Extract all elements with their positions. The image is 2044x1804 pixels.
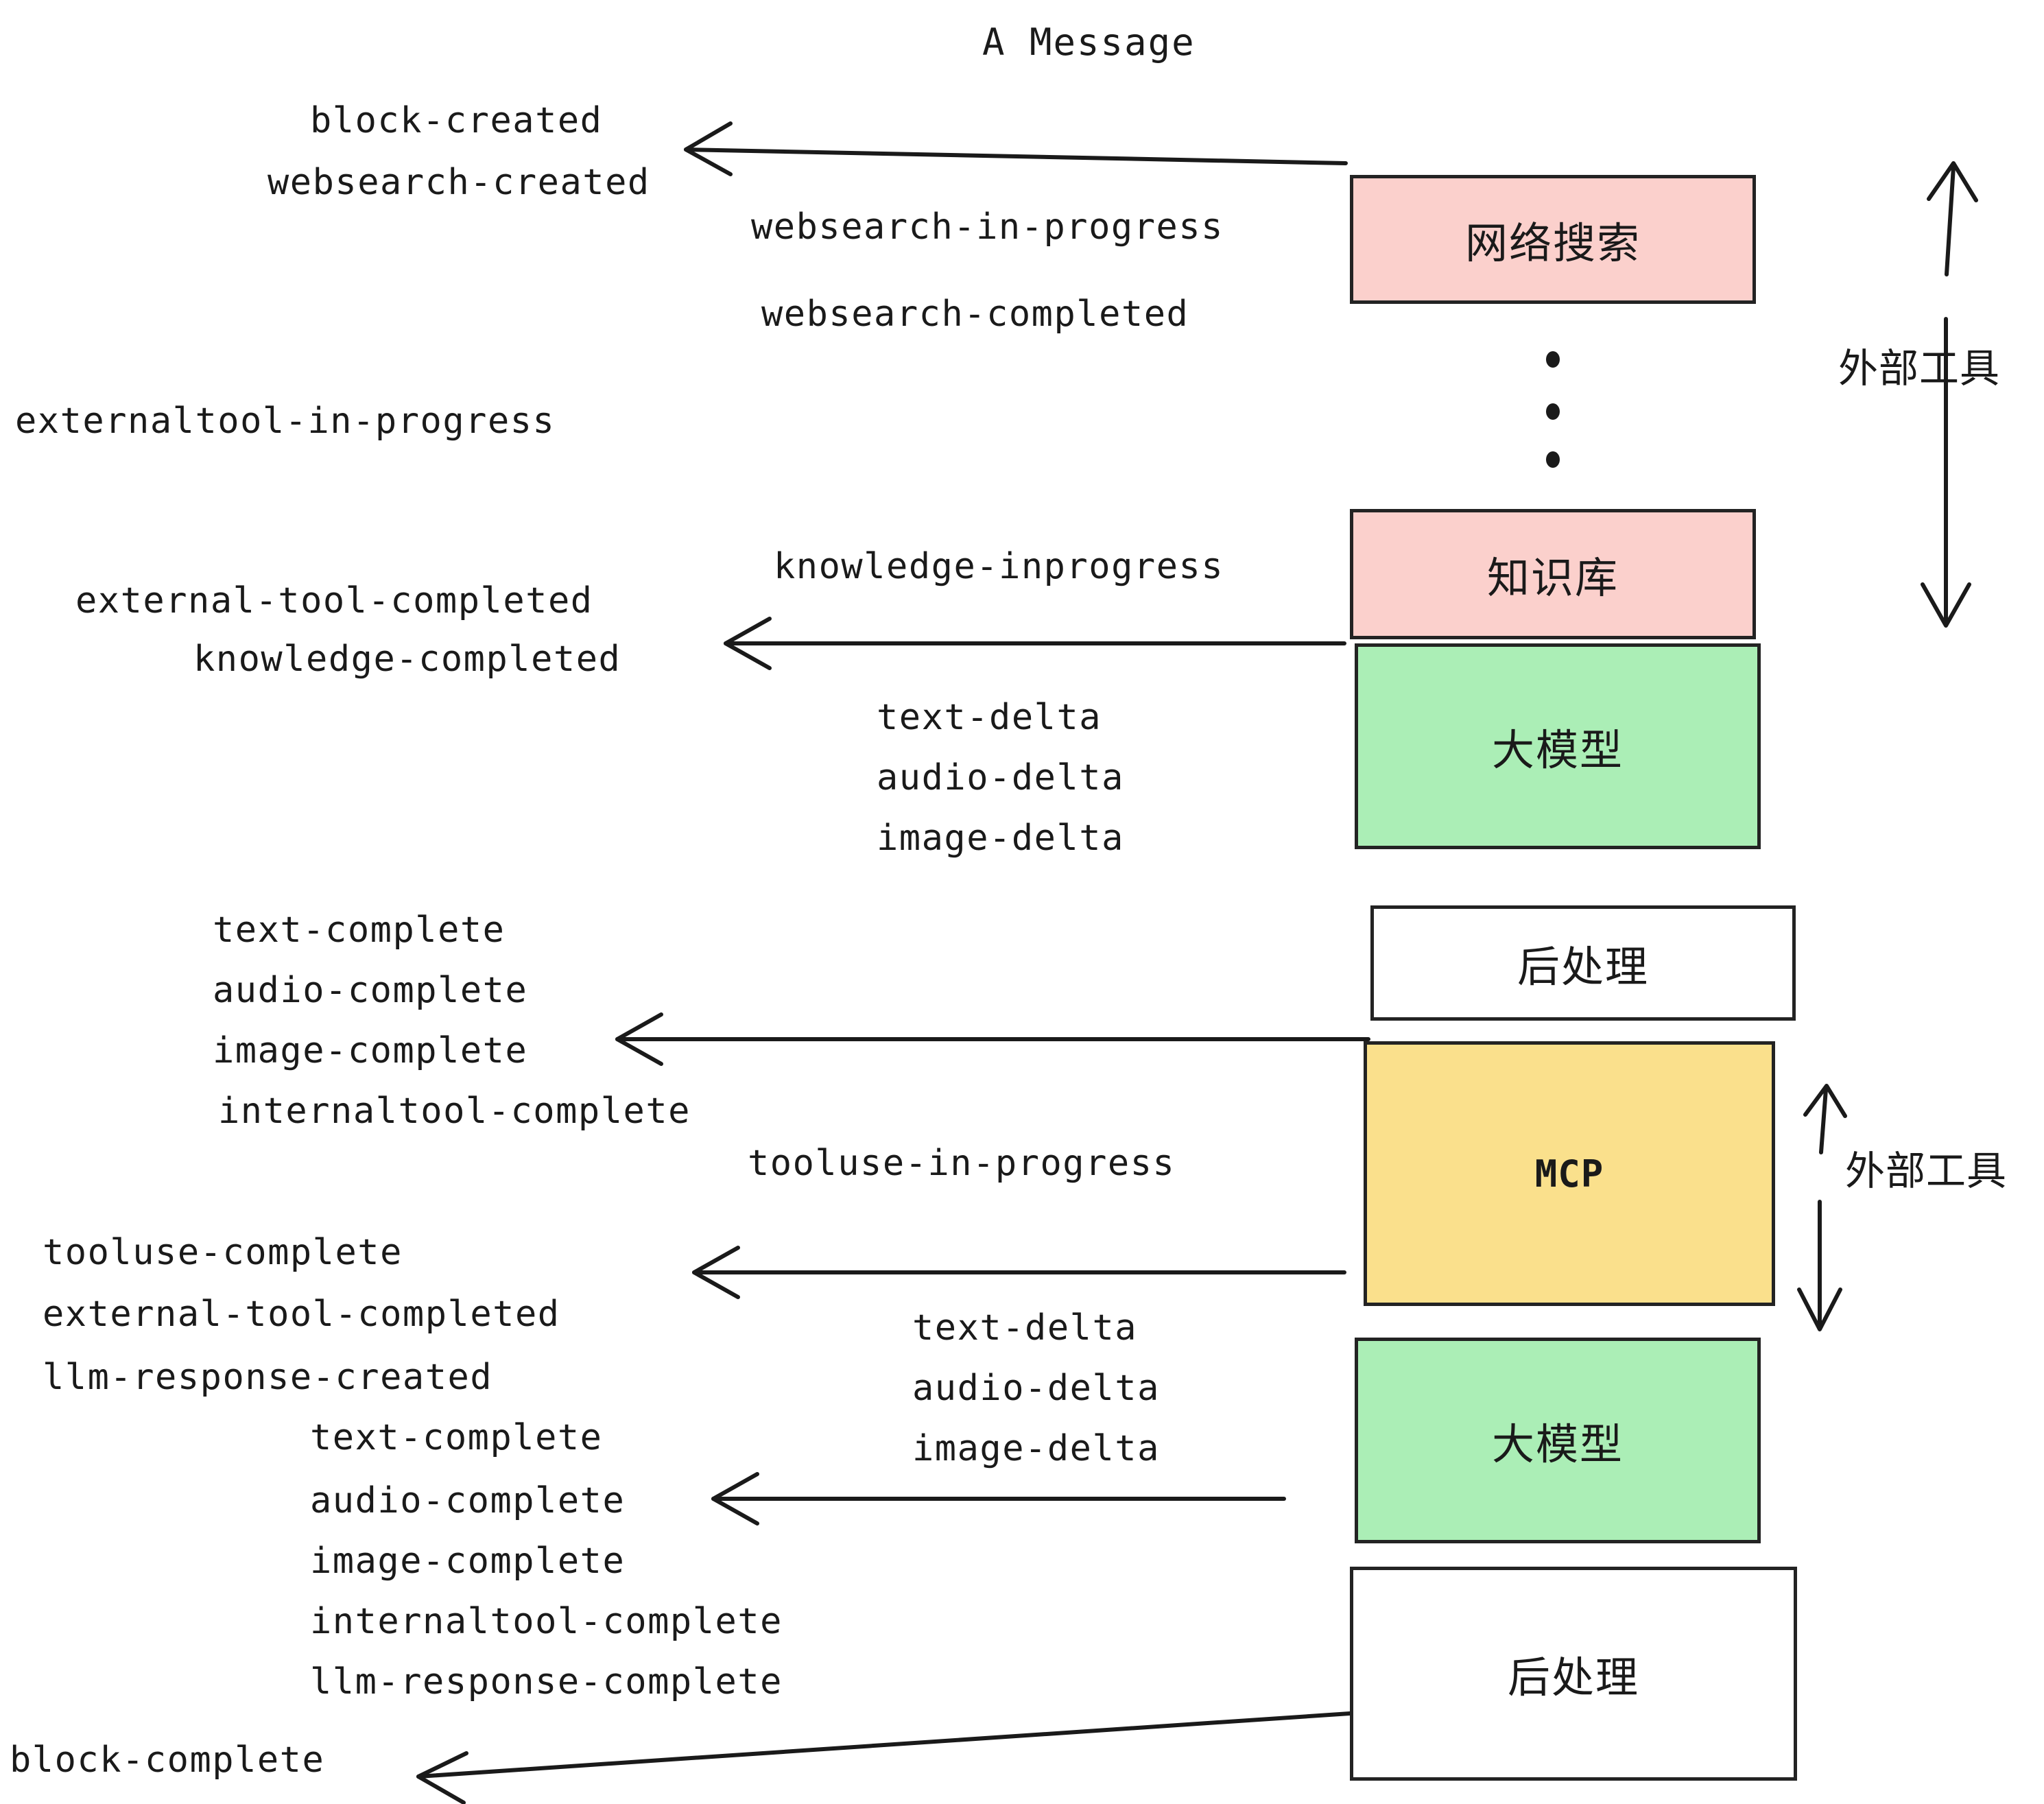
- arrowhead-mcp-to-tooluse-complete: [692, 1246, 740, 1299]
- event-internaltool-complete-1: internaltool-complete: [218, 1091, 691, 1132]
- box-postprocess-bottom[interactable]: 后处理: [1350, 1567, 1797, 1781]
- external-tool-bottom-arrow-up-shaft: [1819, 1087, 1828, 1154]
- event-external-tool-completed-1: external-tool-completed: [75, 580, 593, 621]
- event-block-complete: block-complete: [10, 1740, 325, 1781]
- ellipsis-dot-2: [1546, 403, 1560, 420]
- event-tooluse-in-progress: tooluse-in-progress: [748, 1143, 1176, 1184]
- event-audio-complete-2: audio-complete: [310, 1480, 626, 1521]
- external-tool-top-arrowhead-up: [1927, 161, 1978, 202]
- box-websearch-label: 网络搜索: [1464, 218, 1641, 268]
- event-image-complete-1: image-complete: [213, 1030, 528, 1071]
- box-knowledge-label: 知识库: [1486, 553, 1619, 603]
- diagram-title: A Message: [982, 21, 1196, 64]
- event-image-delta-2: image-delta: [912, 1428, 1160, 1469]
- event-image-delta-1: image-delta: [877, 818, 1124, 859]
- event-text-complete-1: text-complete: [213, 910, 506, 951]
- box-mcp-label: MCP: [1534, 1152, 1604, 1196]
- event-audio-delta-1: audio-delta: [877, 757, 1124, 798]
- ellipsis-dot-1: [1546, 351, 1560, 368]
- external-tool-bottom-arrowhead-up: [1803, 1084, 1847, 1118]
- external-tool-top-arrow-up-shaft: [1945, 165, 1956, 276]
- event-externaltool-in-progress: externaltool-in-progress: [15, 401, 556, 442]
- box-knowledge[interactable]: 知识库: [1350, 509, 1756, 639]
- event-block-created: block-created: [310, 100, 603, 141]
- arrowhead-postprocess-to-image-complete: [615, 1012, 663, 1066]
- event-audio-delta-2: audio-delta: [912, 1368, 1160, 1409]
- event-tooluse-complete: tooluse-complete: [43, 1232, 403, 1273]
- external-tool-top-label: 外部工具: [1838, 345, 2001, 392]
- event-image-complete-2: image-complete: [310, 1541, 626, 1582]
- box-postprocess-top[interactable]: 后处理: [1370, 905, 1796, 1021]
- arrowhead-llm-to-audio-complete: [711, 1472, 759, 1526]
- event-websearch-completed: websearch-completed: [761, 294, 1189, 335]
- external-tool-bottom-arrowhead-down: [1797, 1287, 1842, 1331]
- box-llm-bottom[interactable]: 大模型: [1355, 1338, 1761, 1543]
- event-text-complete-2: text-complete: [310, 1417, 603, 1458]
- event-text-delta-2: text-delta: [912, 1307, 1138, 1349]
- event-audio-complete-1: audio-complete: [213, 970, 528, 1011]
- external-tool-bottom-label: 外部工具: [1845, 1148, 2008, 1194]
- event-websearch-in-progress: websearch-in-progress: [751, 206, 1224, 248]
- event-llm-response-created: llm-response-created: [43, 1357, 493, 1398]
- event-external-tool-completed-2: external-tool-completed: [43, 1294, 560, 1335]
- box-llm-top[interactable]: 大模型: [1355, 643, 1761, 849]
- arrow-websearch-to-created: [684, 147, 1348, 165]
- external-tool-top-arrowhead-down: [1921, 582, 1971, 628]
- box-llm-top-label: 大模型: [1491, 725, 1624, 775]
- arrowhead-knowledge-to-completed: [724, 617, 772, 670]
- arrowhead-postprocess-to-block-complete: [416, 1751, 468, 1804]
- box-postprocess-top-label: 后处理: [1517, 942, 1649, 992]
- ellipsis-dot-3: [1546, 451, 1560, 468]
- event-websearch-created: websearch-created: [268, 162, 650, 203]
- box-llm-bottom-label: 大模型: [1491, 1419, 1624, 1469]
- box-postprocess-bottom-label: 后处理: [1507, 1652, 1639, 1702]
- event-text-delta-1: text-delta: [877, 697, 1102, 738]
- event-llm-response-complete: llm-response-complete: [310, 1661, 783, 1702]
- box-mcp[interactable]: MCP: [1364, 1041, 1775, 1306]
- event-knowledge-inprogress: knowledge-inprogress: [774, 546, 1224, 587]
- arrowhead-websearch-to-created: [684, 121, 733, 176]
- event-knowledge-completed: knowledge-completed: [193, 639, 621, 680]
- arrow-postprocess-to-block-complete: [416, 1711, 1352, 1779]
- box-websearch[interactable]: 网络搜索: [1350, 175, 1756, 304]
- event-internaltool-complete-2: internaltool-complete: [310, 1601, 783, 1642]
